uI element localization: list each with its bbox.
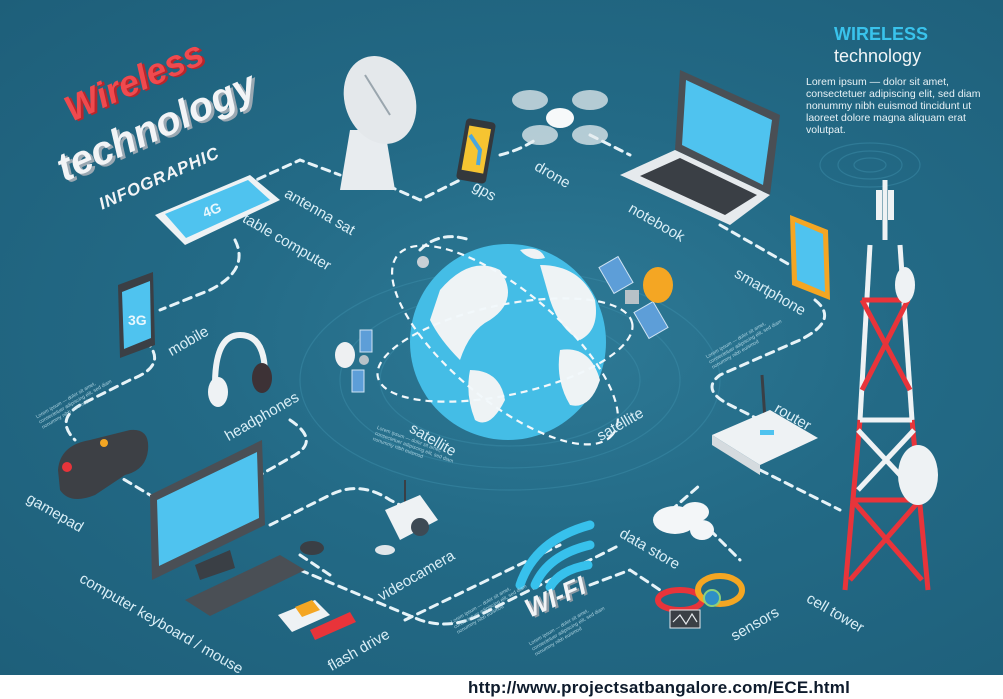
- globe-icon: [410, 244, 606, 440]
- computer-monitor-icon: [150, 440, 265, 580]
- notebook-icon: [620, 70, 780, 225]
- right-panel-body: Lorem ipsum — dolor sit amet, consectetu…: [806, 76, 981, 136]
- sd-card-icon: [278, 600, 330, 632]
- infographic-artwork: 4G 3G: [58, 56, 938, 640]
- gamepad-icon: [58, 429, 149, 499]
- satellite-left-icon: [335, 329, 373, 393]
- drone-icon: [512, 90, 608, 145]
- flash-drive-icon: [310, 612, 356, 640]
- videocamera-icon: [375, 480, 438, 555]
- wifi-symbol-icon: [515, 520, 595, 592]
- router-icon: [712, 374, 818, 475]
- sensors-icon: [655, 573, 745, 629]
- right-panel-heading-accent: WIRELESS: [834, 24, 929, 44]
- infographic-canvas: 4G 3G: [0, 0, 1003, 675]
- gps-icon: [456, 118, 496, 184]
- small-satellite-icon: [417, 256, 429, 268]
- cell-tower-icon: [842, 180, 938, 591]
- mobile-3g-text: 3G: [128, 312, 147, 328]
- tablet-icon: 4G: [155, 175, 280, 245]
- mouse-icon: [300, 541, 324, 555]
- tablet-4g-text: 4G: [200, 199, 223, 221]
- smartphone-icon: [790, 215, 830, 300]
- right-panel-heading: technology: [834, 46, 922, 66]
- orbit-paths: [376, 244, 634, 446]
- satellite-right-icon: [598, 255, 673, 340]
- antenna-sat-icon: [340, 56, 417, 190]
- footer-url[interactable]: http://www.projectsatbangalore.com/ECE.h…: [468, 678, 851, 697]
- mobile-icon: 3G: [118, 272, 155, 358]
- headphones-icon: [208, 331, 272, 407]
- keyboard-icon: [185, 555, 305, 616]
- footer: http://www.projectsatbangalore.com/ECE.h…: [0, 675, 1003, 699]
- cloud-icon: [653, 502, 714, 540]
